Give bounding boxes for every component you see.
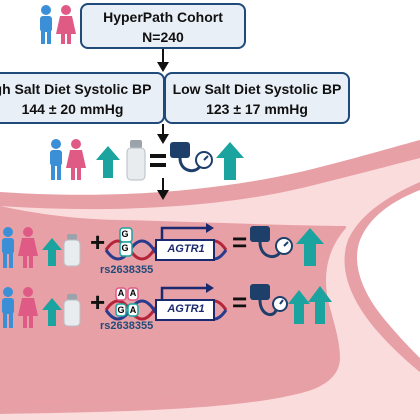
equals-sign: =: [232, 227, 248, 257]
low-salt-box: Low Salt Diet Systolic BP 123 ± 17 mmHg: [164, 72, 350, 124]
salt-shaker-icon: [126, 140, 146, 181]
gene-box: [155, 299, 215, 321]
flow-connectors: [157, 49, 169, 200]
allele-marker: [119, 241, 133, 257]
promoter-arrow-icon: [206, 223, 214, 233]
low-salt-value: 123 ± 17 mmHg: [206, 101, 308, 117]
bp-monitor-icon: [170, 142, 213, 173]
up-arrow-icon: [288, 290, 310, 324]
snp-label: rs2638355: [100, 264, 154, 276]
arrow-down-icon: [157, 134, 169, 144]
salt-shaker-icon: [63, 294, 81, 327]
plus-sign: +: [90, 287, 106, 317]
bp-monitor-icon: [250, 284, 288, 317]
gene-box: [155, 239, 215, 261]
arrow-down-icon: [157, 190, 169, 200]
up-arrow-icon: [42, 298, 62, 326]
promoter-arrow-icon: [206, 283, 214, 293]
low-salt-title: Low Salt Diet Systolic BP: [172, 81, 342, 97]
up-arrow-icon: [216, 142, 244, 180]
allele-marker: [127, 303, 139, 317]
high-salt-value: 144 ± 20 mmHg: [21, 101, 124, 117]
plus-sign: +: [90, 227, 106, 257]
allele-bottom: G: [117, 305, 125, 315]
snp-label: rs2638355: [100, 320, 154, 332]
up-arrow-icon: [296, 228, 324, 266]
gene-label: AGTR1: [167, 243, 205, 255]
allele-marker: [127, 287, 139, 301]
high-salt-title: gh Salt Diet Systolic BP: [0, 81, 152, 97]
cohort-box: HyperPath Cohort N=240: [80, 3, 246, 49]
up-arrow-icon: [96, 146, 120, 178]
up-arrow-icon: [308, 286, 332, 324]
dna-strand-1: [104, 223, 228, 261]
up-arrow-icon: [42, 238, 62, 266]
allele-marker: [115, 287, 127, 301]
allele-bottom: A: [129, 305, 137, 315]
female-icon: [18, 287, 38, 328]
allele-bottom: G: [121, 243, 129, 253]
cohort-n: N=240: [142, 29, 184, 45]
high-salt-box: gh Salt Diet Systolic BP 144 ± 20 mmHg: [0, 72, 165, 124]
gene-label: AGTR1: [167, 303, 205, 315]
allele-top: G: [121, 229, 129, 239]
female-icon: [18, 227, 38, 268]
female-icon: [66, 139, 86, 180]
bp-result-1: [250, 226, 324, 266]
genotype-row-1: [2, 227, 81, 268]
female-icon: [56, 5, 76, 44]
salt-shaker-icon: [63, 234, 81, 267]
cohort-title: HyperPath Cohort: [103, 9, 223, 25]
genotype-row-2: [2, 287, 81, 328]
male-icon: [2, 227, 14, 268]
allele-top: A: [129, 288, 137, 298]
dna-strand-2: [104, 283, 228, 321]
bp-result-2: [250, 284, 332, 324]
arrow-down-icon: [157, 62, 169, 72]
summary-row: [50, 139, 244, 181]
allele-marker: [115, 303, 127, 317]
allele-top: A: [117, 288, 125, 298]
equals-sign: =: [232, 287, 248, 317]
male-icon: [2, 287, 14, 328]
bp-monitor-icon: [250, 226, 293, 259]
equals-icon: [150, 154, 166, 167]
people-icon: [40, 5, 76, 44]
vessel-lumen: [0, 158, 420, 420]
male-icon: [40, 5, 52, 44]
male-icon: [50, 139, 62, 180]
